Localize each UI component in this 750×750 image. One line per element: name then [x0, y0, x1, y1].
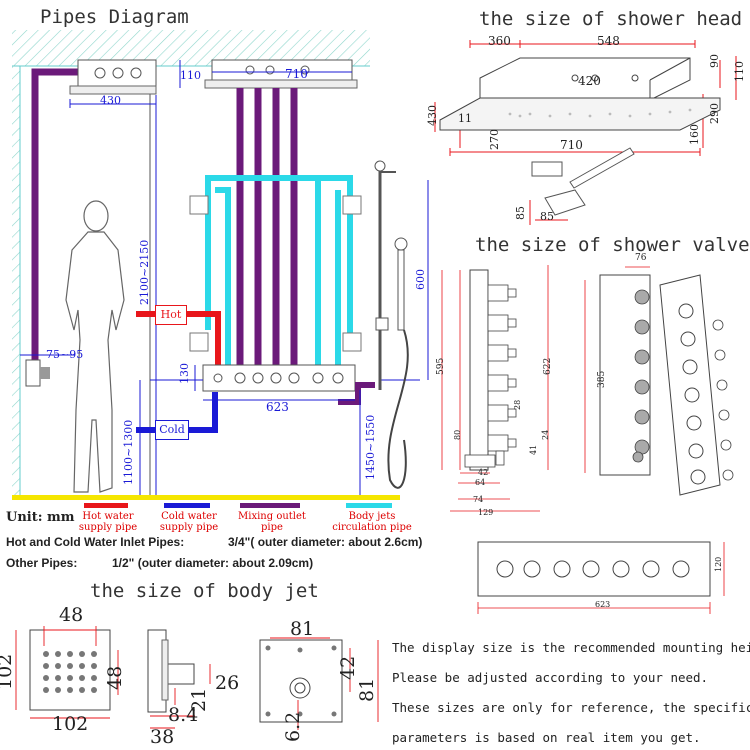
head-dim-290: 290	[708, 103, 721, 124]
body-jet-drawing	[15, 626, 379, 730]
note-line-2: Please be adjusted according to your nee…	[392, 670, 709, 685]
dim-75-95: 75~95	[46, 348, 84, 361]
head-dim-160: 160	[688, 124, 701, 145]
dim-623: 623	[266, 400, 289, 414]
jet-dim-6-2: 6.2	[282, 711, 304, 742]
valve-dim-385: 385	[597, 370, 607, 388]
valve-dim-129: 129	[478, 508, 494, 517]
hot-cold-pipe-spec-value: 3/4"( outer diameter: about 2.6cm)	[228, 535, 423, 549]
plate-dim-120: 120	[714, 556, 723, 572]
jet-dim-81-right: 81	[356, 677, 378, 702]
jet-dim-48-top: 48	[59, 604, 84, 626]
dim-430: 430	[100, 94, 121, 107]
legend-swatch-mixing	[240, 503, 300, 508]
head-dim-11: 11	[458, 112, 472, 125]
note-line-4: parameters is based on real item you get…	[392, 730, 701, 745]
person-silhouette	[65, 200, 125, 493]
valve-dim-28: 28	[513, 399, 522, 410]
other-pipe-spec-value: 1/2" (outer diameter: about 2.09cm)	[112, 556, 314, 570]
valve-dim-42: 42	[478, 468, 489, 477]
head-dim-360: 360	[488, 34, 511, 48]
dim-2100-2150: 2100~2150	[138, 239, 151, 305]
legend-swatch-cold	[164, 503, 210, 508]
jet-dim-102-bottom: 102	[52, 713, 89, 735]
shower-head-title: the size of shower head	[479, 8, 743, 30]
head-dim-85-vertical: 85	[514, 206, 527, 220]
body-jet-title: the size of body jet	[90, 580, 319, 602]
valve-dim-595: 595	[436, 357, 446, 375]
head-dim-110: 110	[733, 61, 746, 82]
jet-dim-102-left: 102	[0, 653, 16, 690]
valve-front-plate	[477, 541, 725, 614]
legend-swatch-hot	[84, 503, 128, 508]
shower-valve-title: the size of shower valve	[475, 234, 750, 256]
valve-dim-41: 41	[529, 444, 538, 455]
plate-dim-623: 623	[595, 600, 611, 609]
jet-dim-42: 42	[337, 655, 359, 680]
jet-dim-8-4: 8.4	[168, 704, 199, 726]
other-pipe-spec-label: Other Pipes:	[6, 556, 78, 570]
head-dim-85-horizontal: 85	[540, 210, 554, 223]
valve-dim-76: 76	[635, 253, 647, 263]
jet-dim-26: 26	[215, 672, 240, 694]
hot-cold-pipe-spec-label: Hot and Cold Water Inlet Pipes:	[6, 535, 185, 549]
dim-1450-1550: 1450~1550	[364, 414, 377, 480]
legend-swatch-jets	[346, 503, 392, 508]
cold-label: Cold	[155, 420, 189, 440]
dim-710: 710	[285, 67, 308, 81]
note-line-3: These sizes are only for reference, the …	[392, 700, 750, 715]
dim-600: 600	[414, 269, 427, 290]
head-dim-548: 548	[597, 34, 620, 48]
valve-panel-view	[659, 274, 721, 496]
ceiling-box-right	[211, 59, 353, 81]
valve-dim-24: 24	[541, 429, 550, 440]
shower-head-drawing	[434, 40, 737, 225]
head-dim-430: 430	[426, 105, 439, 126]
head-dim-90: 90	[708, 54, 721, 68]
jet-dim-48-right: 48	[104, 665, 126, 690]
dim-130: 130	[178, 363, 191, 384]
hot-label: Hot	[155, 305, 187, 325]
valve-dim-622: 622	[543, 357, 553, 375]
ceiling-box-left	[77, 59, 157, 87]
shower-valve-drawing	[441, 265, 734, 512]
head-dim-710: 710	[560, 138, 583, 152]
mixing-pipe-left	[31, 68, 80, 372]
pipes-diagram-title: Pipes Diagram	[40, 6, 189, 28]
unit-label: Unit: mm	[6, 510, 75, 525]
valve-dim-74: 74	[473, 495, 484, 504]
jet-dim-81-top: 81	[290, 618, 315, 640]
note-line-1: The display size is the recommended moun…	[392, 640, 750, 655]
valve-box	[202, 364, 356, 392]
valve-dim-80: 80	[453, 429, 462, 440]
jet-dim-38: 38	[150, 726, 175, 748]
floor-line	[12, 495, 400, 500]
dim-110: 110	[180, 69, 201, 82]
valve-dim-64: 64	[475, 478, 486, 487]
head-dim-270: 270	[488, 129, 501, 150]
left-wall	[12, 66, 20, 496]
head-dim-420: 420	[578, 74, 601, 88]
pipes-diagram	[12, 30, 429, 500]
dim-1100-1300: 1100~1300	[122, 419, 135, 485]
